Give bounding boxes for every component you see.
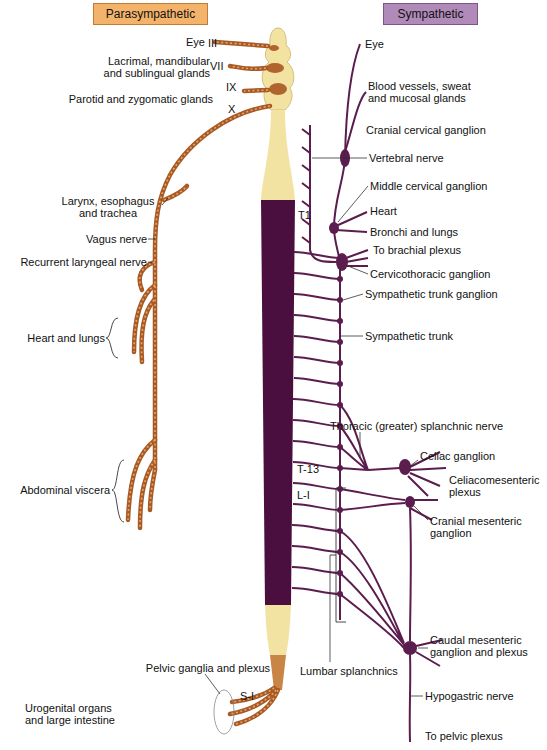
leader-line [414, 506, 428, 520]
sympathetic-chain [337, 339, 343, 345]
anatomy-label: Vertebral nerve [369, 152, 479, 164]
sympathetic-chain [337, 318, 343, 324]
bracket [112, 460, 124, 522]
sympathetic-chain [340, 405, 400, 470]
anatomy-label: To pelvic plexus [425, 730, 540, 742]
anatomy-label: Sympathetic trunk ganglion [365, 288, 540, 300]
anatomy-label: Eye [365, 38, 410, 50]
anatomy-label: VII [210, 60, 236, 72]
anatomy-label: T1 [298, 209, 322, 221]
spinal-cord [261, 110, 295, 200]
leader-line [148, 239, 155, 240]
sympathetic-chain [405, 496, 415, 508]
header-text: Sympathetic [397, 7, 463, 21]
anatomy-label: Eye [150, 36, 205, 48]
sympathetic-chain [408, 452, 446, 520]
leader-line [360, 432, 361, 458]
spinal-cord [261, 200, 295, 605]
sympathetic-chain [345, 92, 366, 152]
leader-line [162, 198, 168, 205]
anatomy-label: Recurrent laryngeal nerve [12, 256, 147, 268]
anatomy-label: Celiacomesenteric plexus [449, 474, 545, 498]
spinal-cord [269, 83, 287, 95]
anatomy-label: Abdominal viscera [12, 484, 110, 496]
anatomy-label: IX [226, 81, 248, 93]
anatomy-label: Cranial mesenteric ganglion [430, 515, 534, 539]
parasympathetic-nerves [128, 42, 278, 724]
anatomy-label: X [228, 103, 248, 115]
leader-line [343, 294, 363, 300]
anatomy-label: III [208, 37, 230, 49]
anatomy-label: Hypogastric nerve [425, 690, 540, 702]
sympathetic-chain [337, 381, 343, 387]
pelvic-plexus [214, 690, 234, 734]
leader-line [205, 674, 220, 694]
leader-line [330, 555, 331, 662]
leader-line [338, 186, 368, 222]
anatomy-label: Middle cervical ganglion [370, 180, 520, 192]
leader-line [312, 158, 367, 159]
anatomy-label: Bronchi and lungs [370, 226, 490, 238]
spinal-cord [266, 63, 284, 73]
header-box: Parasympathetic [93, 3, 208, 25]
parasympathetic-nerves [128, 42, 278, 724]
sympathetic-chain [329, 222, 339, 234]
anatomy-label: Lacrimal, mandibular and sublingual glan… [92, 55, 210, 79]
anatomy-label: Sympathetic trunk [365, 330, 505, 342]
anatomy-label: Parotid and zygomatic glands [55, 93, 213, 105]
spinal-cord [261, 28, 295, 690]
leader-line [148, 262, 152, 263]
anatomy-label: To brachial plexus [373, 244, 513, 256]
parasympathetic-nerves [128, 42, 278, 724]
anatomy-label: Lumbar splanchnics [300, 665, 420, 677]
sympathetic-chain [403, 641, 417, 655]
spinal-cord [270, 655, 286, 690]
spinal-cord [269, 45, 279, 51]
spinal-cord [265, 605, 291, 655]
bracket [106, 318, 118, 358]
sympathetic-chain [340, 531, 405, 648]
sympathetic-chain [337, 360, 343, 366]
anatomy-label: Caudal mesenteric ganglion and plexus [430, 634, 540, 658]
anatomy-label: Urogenital organs and large intestine [25, 702, 125, 726]
sympathetic-chain [337, 276, 343, 282]
sympathetic-chain [337, 297, 343, 303]
anatomy-label: L-I [297, 489, 327, 501]
leader-line [341, 336, 363, 337]
anatomy-label: Heart [370, 205, 430, 217]
anatomy-label: Larynx, esophagus and trachea [58, 195, 158, 219]
header-text: Parasympathetic [106, 7, 195, 21]
anatomy-label: Pelvic ganglia and plexus [135, 662, 270, 674]
anatomy-label: Heart and lungs [15, 332, 105, 344]
bracket [330, 488, 346, 622]
sympathetic-chain [346, 250, 368, 258]
anatomy-label: S-I [240, 690, 268, 702]
sympathetic-chain [399, 459, 411, 475]
anatomy-label: T-13 [297, 463, 331, 475]
anatomy-label: Cranial cervical ganglion [366, 124, 536, 136]
anatomy-label: Vagus nerve [55, 233, 147, 245]
anatomy-label: Cervicothoracic ganglion [370, 268, 530, 280]
leader-line [410, 460, 418, 466]
sympathetic-chain [340, 489, 411, 641]
sympathetic-chain [302, 129, 310, 243]
leader-line [411, 696, 423, 697]
sympathetic-chain [346, 258, 368, 262]
bracket [106, 318, 346, 622]
pelvic-plexus [214, 690, 234, 734]
sympathetic-chain [329, 149, 417, 655]
sympathetic-chain [336, 230, 367, 232]
anatomy-label: Thoracic (greater) splanchnic nerve [330, 420, 545, 432]
header-box: Sympathetic [383, 3, 478, 25]
sympathetic-chain [409, 655, 412, 742]
sympathetic-chain [339, 262, 341, 620]
sympathetic-chain [292, 44, 446, 742]
leader-line [418, 648, 428, 649]
anatomy-label: Celiac ganglion [420, 450, 530, 462]
anatomy-label: Blood vessels, sweat and mucosal glands [368, 80, 480, 104]
sympathetic-chain [310, 125, 336, 262]
sympathetic-chain [336, 253, 348, 271]
leader-line [348, 266, 368, 274]
